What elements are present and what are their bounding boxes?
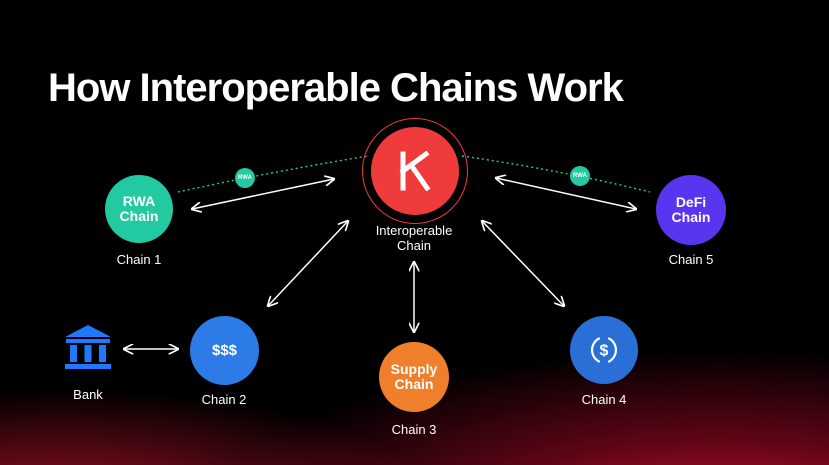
supply-chain-text: Supply Chain bbox=[390, 361, 438, 392]
arrow-chain4-hub bbox=[482, 221, 564, 306]
rwa-badge-right: RWA bbox=[570, 166, 590, 186]
chain-5-label: Chain 5 bbox=[668, 252, 714, 267]
arrow-chain1-hub bbox=[192, 179, 334, 209]
rwa-chain-text: RWA Chain bbox=[119, 193, 159, 224]
defi-chain-text: DeFi Chain bbox=[671, 194, 711, 225]
rwa-dotted-link-right bbox=[461, 155, 651, 193]
chain-4-label: Chain 4 bbox=[581, 392, 627, 407]
defi-chain-node[interactable]: DeFi Chain bbox=[656, 175, 726, 245]
dollar-circle-icon: $ bbox=[590, 337, 618, 363]
rwa-badge-left: RWA bbox=[235, 168, 255, 188]
arrow-chain2-hub bbox=[268, 221, 348, 306]
chain-2-label: Chain 2 bbox=[201, 392, 247, 407]
usd-chain-text: $$$ bbox=[211, 342, 238, 359]
rwa-chain-node[interactable]: RWA Chain bbox=[105, 175, 173, 243]
usd-chain-node[interactable]: $$$ bbox=[190, 316, 259, 385]
svg-text:$: $ bbox=[600, 343, 609, 360]
bank-icon bbox=[65, 325, 111, 369]
usdc-chain-node[interactable]: $ bbox=[570, 316, 638, 384]
chain-3-label: Chain 3 bbox=[391, 422, 437, 437]
hub-node[interactable] bbox=[362, 118, 468, 224]
page-title: How Interoperable Chains Work bbox=[48, 66, 624, 110]
hub-logo bbox=[371, 127, 459, 215]
k-logo-icon bbox=[399, 151, 431, 191]
hub-label: Interoperable Chain bbox=[375, 223, 453, 253]
bank-label: Bank bbox=[73, 387, 103, 402]
rwa-dotted-link-left bbox=[177, 155, 369, 193]
arrow-chain5-hub bbox=[496, 178, 636, 209]
supply-chain-node[interactable]: Supply Chain bbox=[379, 342, 449, 412]
chain-1-label: Chain 1 bbox=[116, 252, 162, 267]
